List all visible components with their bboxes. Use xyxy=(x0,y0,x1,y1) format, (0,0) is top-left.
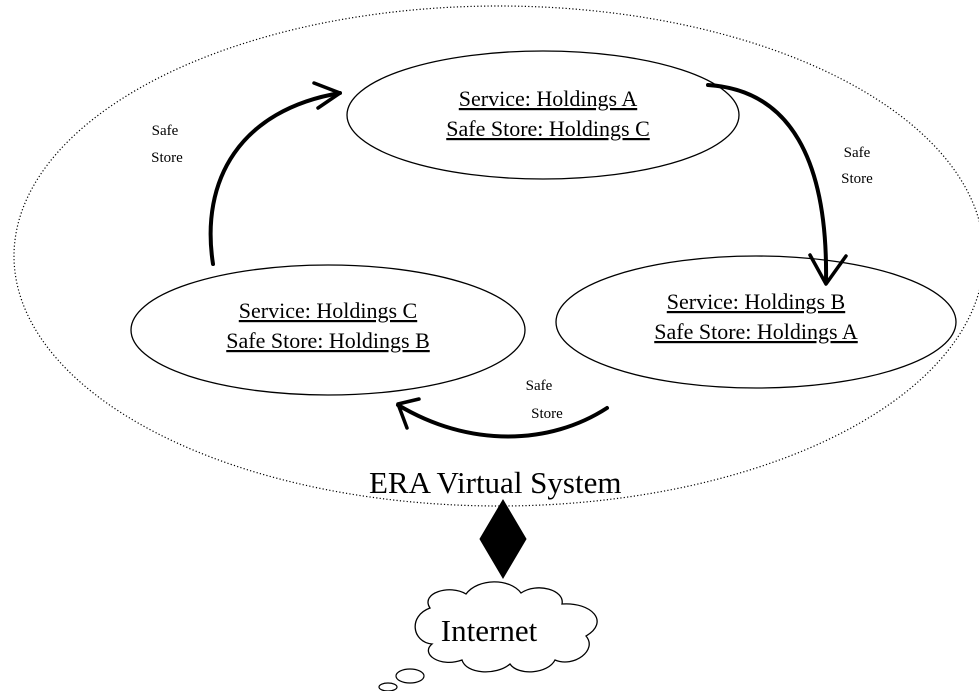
node-holdings-b: Service: Holdings B Safe Store: Holdings… xyxy=(555,255,957,389)
arrow-c-to-a: Safe Store xyxy=(151,81,342,266)
diamond-connector xyxy=(479,499,527,579)
arrow-c-to-a-label-line1: Safe xyxy=(152,123,179,139)
node-holdings-c: Service: Holdings C Safe Store: Holdings… xyxy=(130,264,526,396)
node-holdings-a: Service: Holdings A Safe Store: Holdings… xyxy=(346,50,740,180)
arrow-b-to-c: Safe Store xyxy=(396,378,609,439)
arrow-a-to-b-line xyxy=(706,83,829,284)
node-a-service-label: Service: Holdings A xyxy=(459,86,638,111)
node-c-ellipse xyxy=(130,264,526,396)
arrow-b-to-c-head xyxy=(396,397,421,430)
arrow-b-to-c-line xyxy=(396,403,609,439)
node-a-ellipse xyxy=(346,50,740,180)
node-b-ellipse xyxy=(555,255,957,389)
arrow-c-to-a-line xyxy=(208,91,342,266)
arrow-c-to-a-label-line2: Store xyxy=(151,150,183,166)
arrow-b-to-c-label-line1: Safe xyxy=(526,378,553,394)
arrow-b-to-c-label-line2: Store xyxy=(531,406,563,422)
cloud-tail-bubble-large xyxy=(395,668,425,684)
arrow-a-to-b-label-line1: Safe xyxy=(844,145,871,161)
cloud-tail-bubble-small xyxy=(378,682,398,692)
node-c-safe-store-label: Safe Store: Holdings B xyxy=(226,328,430,353)
node-b-service-label: Service: Holdings B xyxy=(667,289,845,314)
internet-cloud: Internet xyxy=(378,581,598,692)
arrow-a-to-b: Safe Store xyxy=(706,83,873,286)
node-c-service-label: Service: Holdings C xyxy=(239,298,417,323)
node-a-safe-store-label: Safe Store: Holdings C xyxy=(446,116,650,141)
arrow-a-to-b-label-line2: Store xyxy=(841,171,873,187)
arrow-a-to-b-head xyxy=(808,253,848,286)
system-label: ERA Virtual System xyxy=(369,465,621,500)
arrow-c-to-a-head xyxy=(312,81,342,110)
internet-label: Internet xyxy=(441,613,538,648)
node-b-safe-store-label: Safe Store: Holdings A xyxy=(654,319,858,344)
cloud-shape xyxy=(414,581,598,673)
